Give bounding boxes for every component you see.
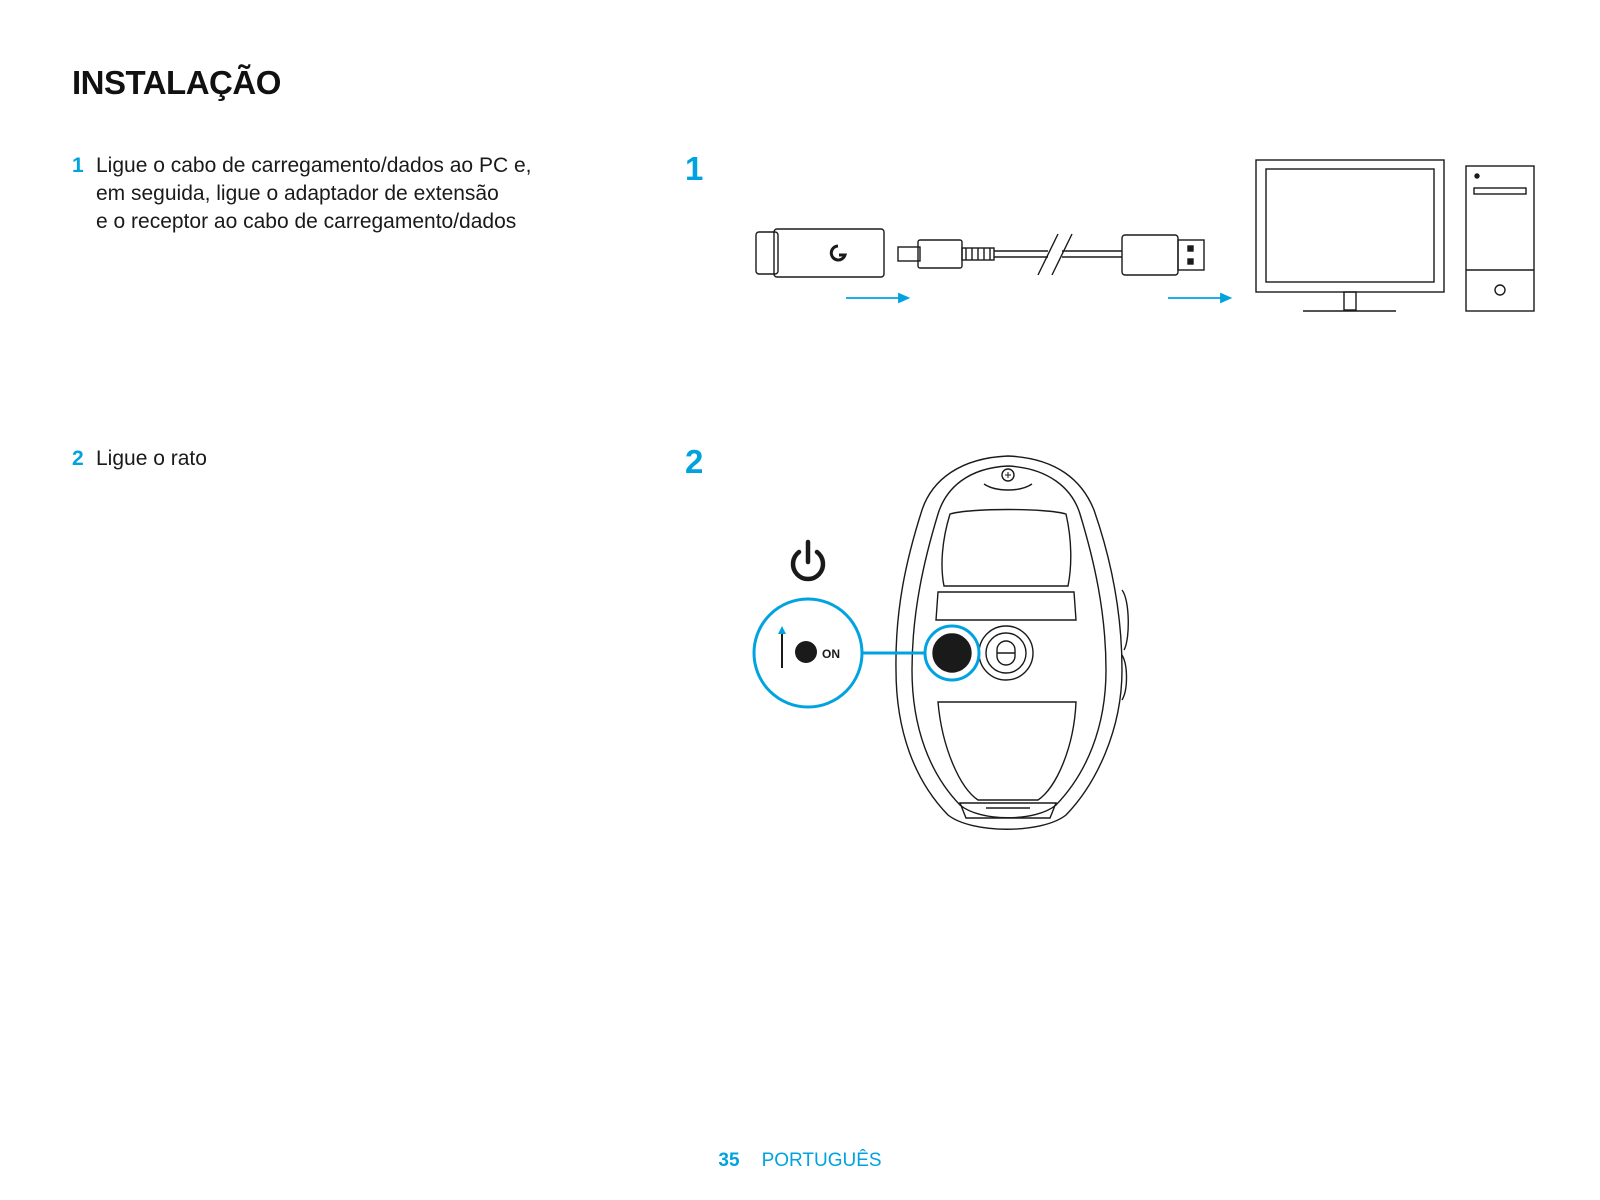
monitor-icon <box>1255 159 1445 312</box>
step-1-instruction: 1 Ligue o cabo de carregamento/dados ao … <box>72 152 632 236</box>
on-switch-callout <box>752 597 981 709</box>
receiver-icon <box>755 228 885 278</box>
extension-adapter-icon <box>897 239 995 269</box>
cable-icon <box>994 233 1122 276</box>
usb-plug-icon <box>1121 234 1205 276</box>
connect-arrow-icon <box>846 292 1233 304</box>
power-icon <box>790 539 826 582</box>
step-1-number: 1 <box>72 154 84 177</box>
page-title: INSTALAÇÃO <box>72 64 281 101</box>
on-label: ON <box>822 647 840 661</box>
step-2-text: Ligue o rato <box>96 447 207 470</box>
figure-2-number: 2 <box>685 443 704 480</box>
page-number: 35 <box>718 1150 740 1171</box>
language-label: PORTUGUÊS <box>761 1150 882 1171</box>
page-footer: 35 PORTUGUÊS <box>0 1150 1600 1172</box>
step-2-number: 2 <box>72 447 84 470</box>
mouse-bottom-icon <box>895 455 1129 830</box>
pc-tower-icon <box>1465 165 1535 312</box>
step-2-instruction: 2 Ligue o rato <box>72 445 632 473</box>
on-switch-icon: ON <box>778 626 840 668</box>
figure-1-number: 1 <box>685 150 704 187</box>
step-1-text: Ligue o cabo de carregamento/dados ao PC… <box>96 154 532 233</box>
